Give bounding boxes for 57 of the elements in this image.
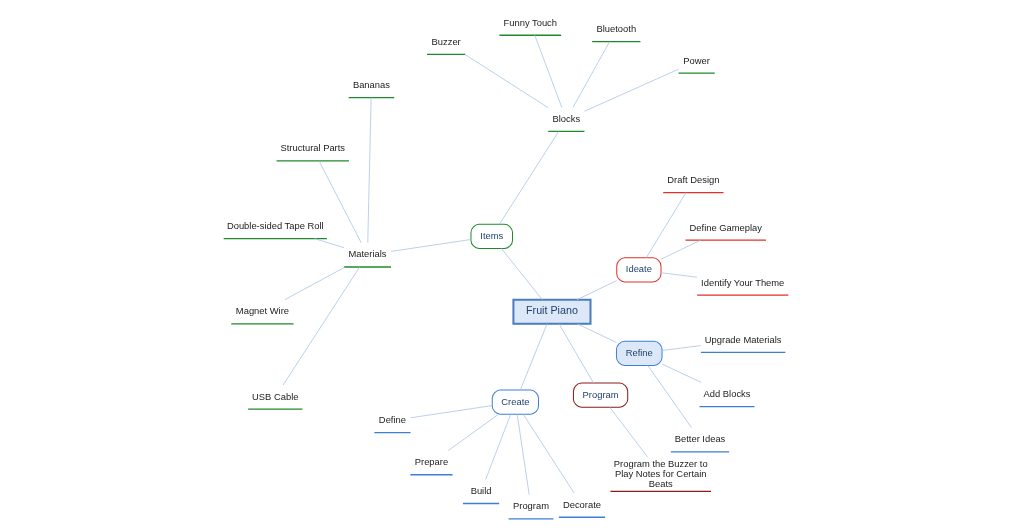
- connector: [516, 413, 530, 496]
- node-text: Identify Your Theme: [701, 277, 785, 288]
- node-box: Fruit Piano: [512, 298, 592, 325]
- node-text: Add Blocks: [703, 388, 751, 399]
- connector: [647, 365, 692, 429]
- connector: [572, 41, 610, 108]
- connector: [558, 323, 594, 384]
- connector: [282, 266, 361, 386]
- node-text: Buzzer: [431, 36, 461, 47]
- connector: [367, 97, 372, 244]
- connector: [645, 192, 687, 259]
- node-text: Draft Design: [667, 175, 720, 186]
- connector: [318, 160, 362, 244]
- node-box: Create: [491, 389, 540, 415]
- node-text: Magnet Wire: [235, 306, 290, 317]
- connector: [314, 238, 345, 249]
- connector: [522, 413, 575, 494]
- connector: [519, 323, 548, 391]
- connector: [464, 54, 549, 109]
- node-text: Define: [378, 415, 406, 425]
- node-text: Define Gameplay: [689, 222, 762, 233]
- node-text: Funny Touch: [503, 17, 558, 28]
- node-text: Program the Buzzer to Play Notes for Certain Beats: [613, 458, 708, 489]
- connector: [660, 272, 698, 278]
- node-text: Upgrade Materials: [704, 334, 782, 345]
- node-box: Program: [572, 382, 629, 408]
- connector: [501, 248, 543, 301]
- connector: [499, 131, 559, 225]
- connector: [661, 363, 702, 383]
- node-box: Ideate: [616, 257, 662, 283]
- connector: [661, 345, 702, 351]
- connector: [284, 266, 346, 301]
- node-text: Power: [683, 55, 710, 66]
- node-text: USB Cable: [252, 391, 299, 402]
- connector: [609, 406, 648, 458]
- node-text: Bananas: [352, 79, 390, 90]
- connector: [584, 68, 679, 112]
- node-text: Materials: [348, 249, 387, 260]
- node-text: Structural Parts: [280, 143, 346, 154]
- connector: [534, 34, 563, 108]
- connector: [390, 239, 472, 252]
- node-text: Decorate: [562, 499, 601, 510]
- node-text: Bluetooth: [596, 24, 637, 35]
- connector: [660, 239, 701, 260]
- node-text: Blocks: [552, 113, 581, 124]
- node-text: Double-sided Tape Roll: [226, 220, 324, 231]
- node-text: Better Ideas: [674, 434, 726, 445]
- node-box: Refine: [615, 340, 663, 366]
- connector: [576, 280, 618, 301]
- node-box: Items: [470, 223, 514, 249]
- connector: [577, 323, 617, 343]
- connector: [447, 413, 499, 451]
- node-text: Build: [470, 485, 492, 496]
- node-text: Program: [513, 501, 549, 512]
- node-text: Prepare: [414, 457, 449, 468]
- connector: [410, 405, 493, 419]
- connector: [485, 413, 512, 480]
